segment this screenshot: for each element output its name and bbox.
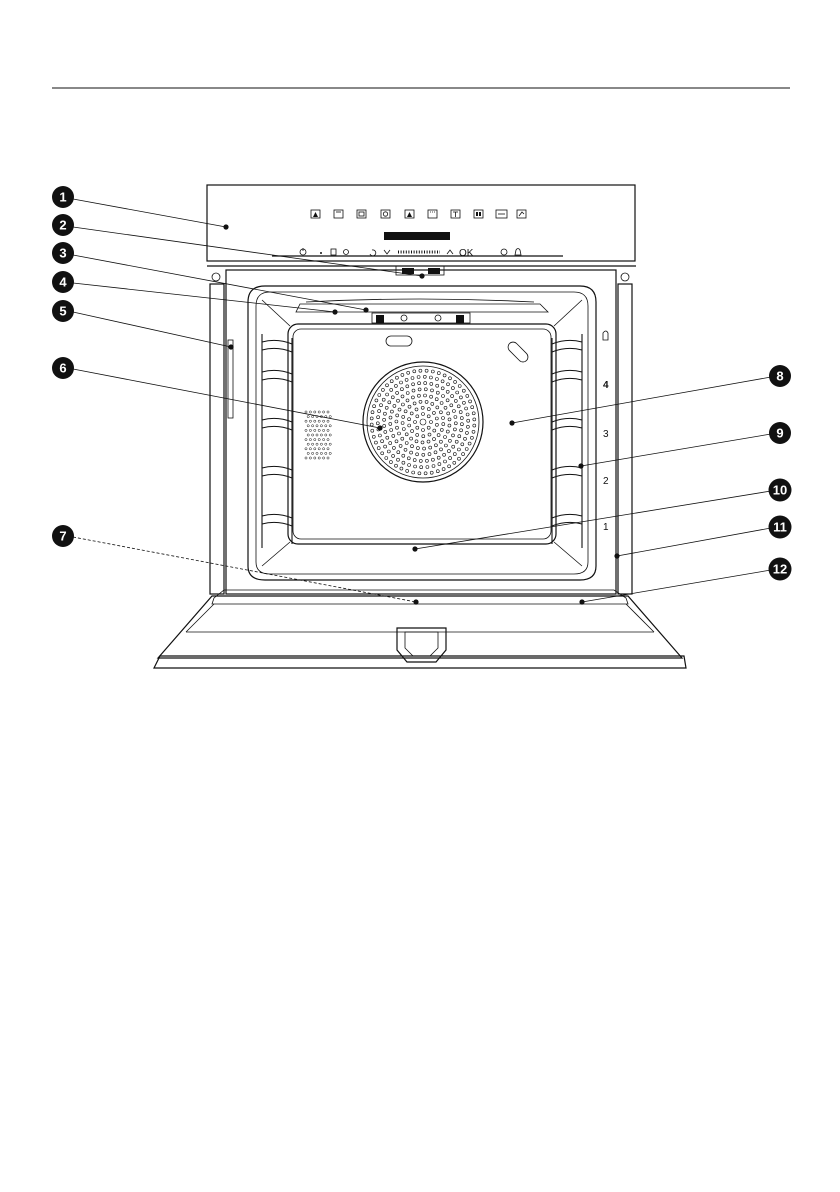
svg-text:OK: OK xyxy=(459,248,474,259)
oven-cavity xyxy=(248,286,596,580)
shelf-level-1: 1 xyxy=(603,522,609,533)
callout-6: 6 xyxy=(52,357,74,379)
callout-7: 7 xyxy=(52,525,74,547)
shelf-level-4: 4 xyxy=(603,380,609,391)
timer-icon xyxy=(501,249,507,255)
svg-text:2: 2 xyxy=(59,218,66,233)
svg-text:5: 5 xyxy=(59,304,66,319)
callout-10: 10 xyxy=(769,479,792,502)
callout-1: 1 xyxy=(52,186,74,208)
oven-lamp xyxy=(386,336,412,346)
callout-11: 11 xyxy=(769,516,792,539)
callout-2: 2 xyxy=(52,214,74,236)
svg-text:4: 4 xyxy=(59,275,67,290)
svg-text:11: 11 xyxy=(773,520,787,535)
callout-8: 8 xyxy=(769,365,791,387)
door-latch xyxy=(397,628,446,662)
display-screen xyxy=(384,232,450,240)
sensor-buttons: OK xyxy=(300,248,521,259)
svg-text:8: 8 xyxy=(776,369,783,384)
callout-4: 4 xyxy=(52,271,74,293)
svg-text:6: 6 xyxy=(59,361,66,376)
callout-9: 9 xyxy=(769,422,791,444)
callout-12: 12 xyxy=(769,558,792,581)
control-panel: OK xyxy=(207,185,635,261)
svg-text:9: 9 xyxy=(776,426,783,441)
door-lock-icon xyxy=(603,331,608,340)
svg-text:12: 12 xyxy=(773,562,787,577)
svg-text:3: 3 xyxy=(59,246,66,261)
callouts: 1 2 3 4 5 6 7 8 9 10 11 12 xyxy=(52,186,792,605)
callout-3: 3 xyxy=(52,242,74,264)
shelf-level-labels: 4 3 2 1 xyxy=(603,331,609,533)
shelf-level-3: 3 xyxy=(603,429,609,440)
operating-mode-icons xyxy=(311,210,526,218)
oven-door xyxy=(154,590,686,668)
fan-cover xyxy=(363,362,483,482)
shelf-level-2: 2 xyxy=(603,476,609,487)
probe-socket xyxy=(506,340,530,364)
callout-5: 5 xyxy=(52,300,74,322)
alarm-icon xyxy=(515,249,521,256)
svg-text:10: 10 xyxy=(773,483,787,498)
svg-text:1: 1 xyxy=(59,190,66,205)
svg-text:7: 7 xyxy=(59,529,66,544)
